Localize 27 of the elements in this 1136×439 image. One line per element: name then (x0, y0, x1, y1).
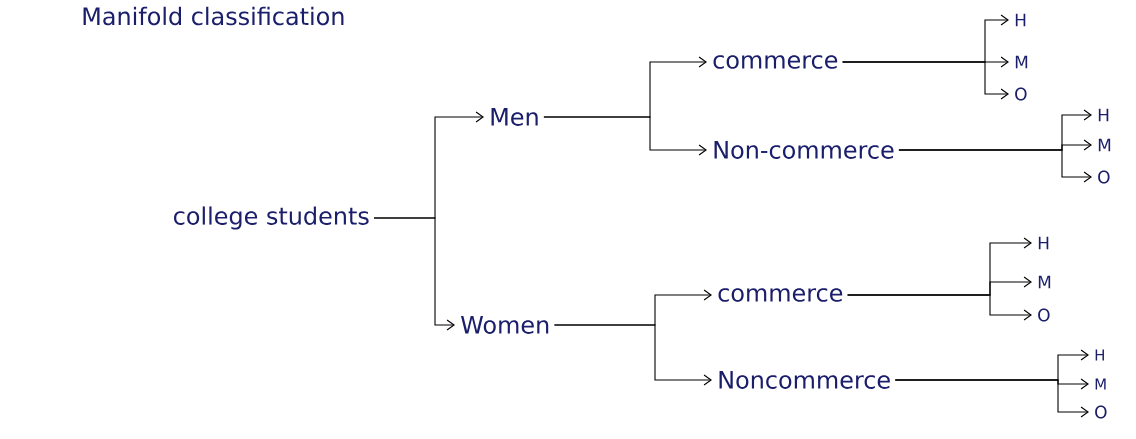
leaf-label: M (1038, 275, 1051, 289)
leaf-label: O (1095, 405, 1107, 419)
leaf-label: M (1098, 138, 1111, 152)
title: Manifold classification (83, 6, 344, 26)
arrow (847, 294, 1032, 321)
leaf-label: H (1098, 108, 1109, 122)
leaf-label: O (1038, 308, 1050, 322)
category-label: commerce (713, 55, 838, 69)
leaf-label: O (1098, 170, 1110, 184)
arrow (898, 149, 1092, 183)
leaf-label: H (1038, 236, 1049, 250)
arrow (894, 379, 1089, 418)
category-label: Noncommerce (719, 371, 890, 389)
arrow (553, 324, 712, 386)
leaf-label: M (1015, 55, 1028, 69)
leaf-label: H (1015, 13, 1026, 27)
arrow (373, 217, 455, 331)
category-label: college students (174, 206, 369, 230)
category-label: Women (461, 316, 549, 334)
leaf-label: H (1095, 349, 1104, 361)
category-label: Non-commerce (714, 141, 894, 159)
leaf-label: M (1095, 378, 1106, 390)
category-label: commerce (718, 288, 843, 302)
arrow (842, 61, 1009, 100)
arrow (543, 116, 707, 156)
category-label: Men (491, 108, 538, 126)
leaf-label: O (1015, 87, 1027, 101)
